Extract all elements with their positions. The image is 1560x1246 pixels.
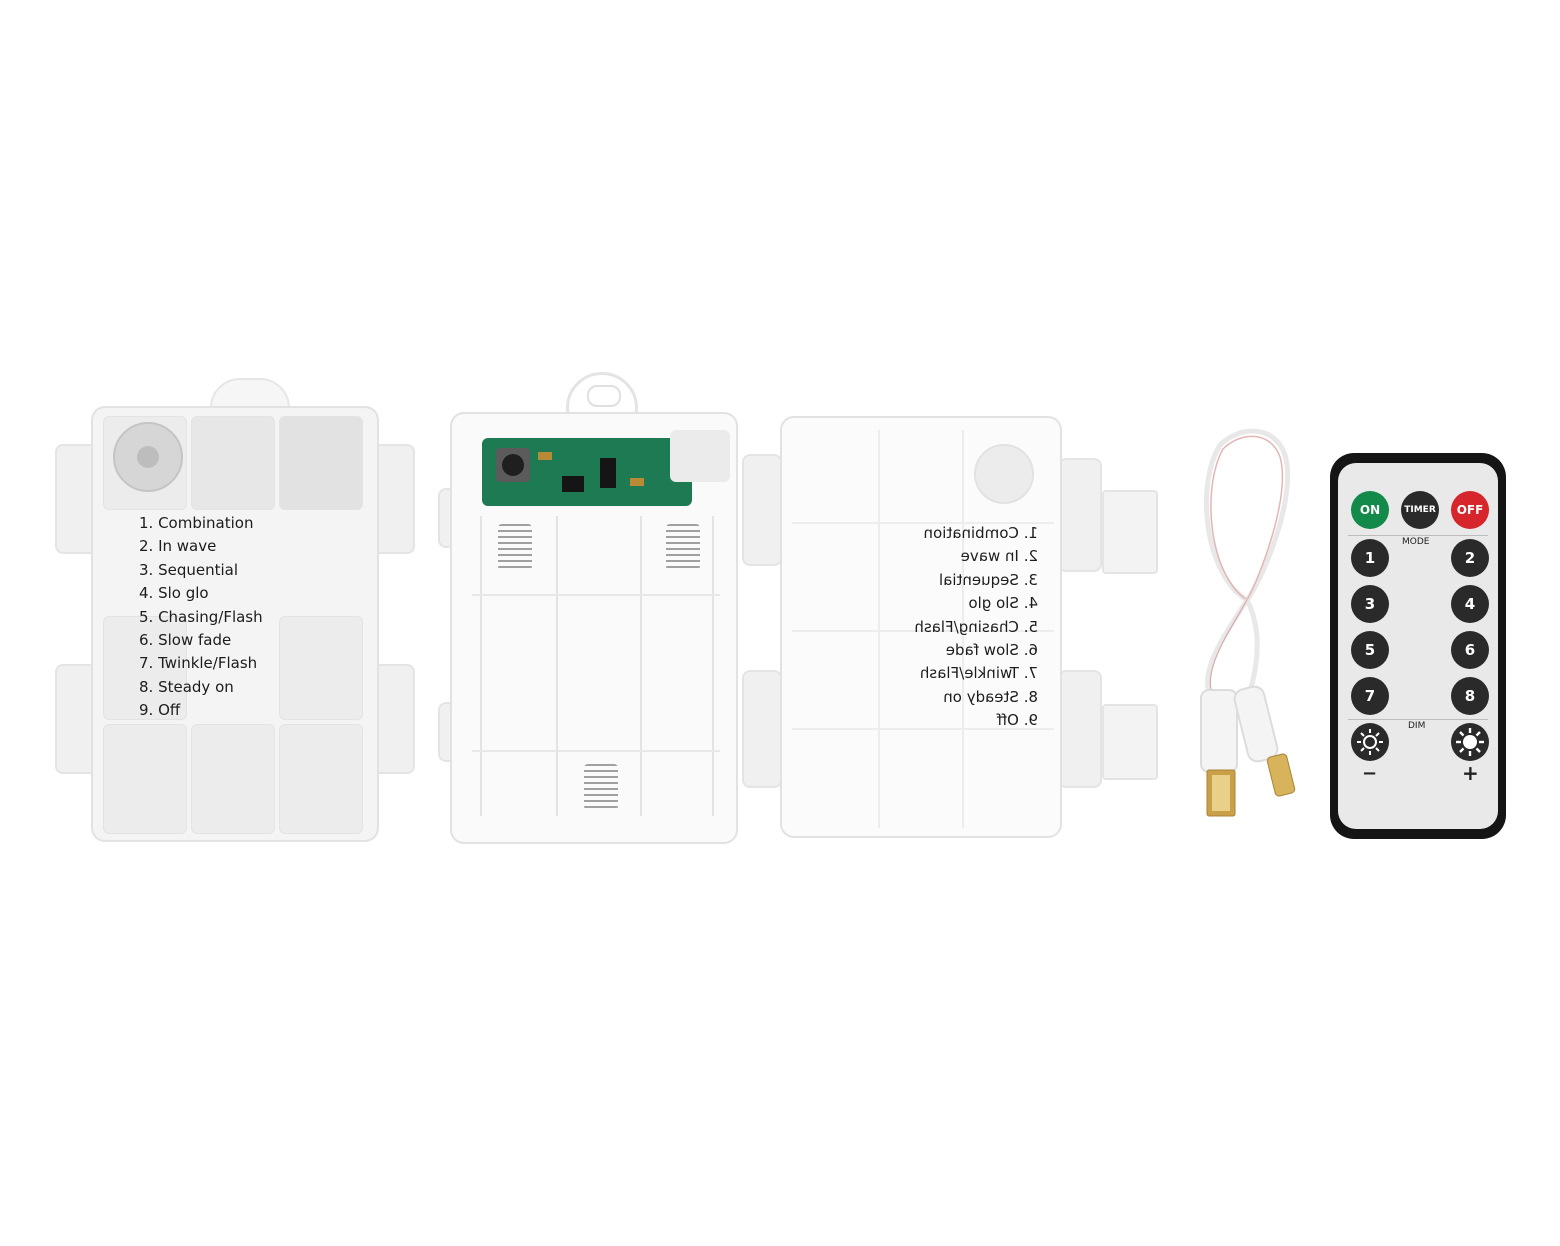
usb-a-plug bbox=[1200, 689, 1238, 817]
mode-4-button[interactable]: 4 bbox=[1451, 585, 1489, 623]
hang-loop bbox=[566, 372, 638, 416]
dim-label: DIM bbox=[1408, 721, 1426, 731]
battery-spring bbox=[666, 524, 700, 570]
mode-7-button[interactable]: 7 bbox=[1351, 677, 1389, 715]
mode-item: 9. Off bbox=[996, 711, 1038, 730]
mode-item: 2. In wave bbox=[960, 547, 1038, 566]
battery-box-lid: 1. Combination 2. In wave 3. Sequential … bbox=[742, 416, 1162, 844]
sun-outline-icon bbox=[1357, 729, 1383, 755]
mode-item: 7. Twinkle/Flash bbox=[139, 654, 258, 673]
mode-item: 1. Combination bbox=[139, 514, 254, 532]
mode-item: 5. Chasing/Flash bbox=[139, 607, 263, 626]
mode-item: 1. Combination bbox=[923, 524, 1038, 542]
sun-filled-icon bbox=[1456, 728, 1484, 756]
mode-item: 3. Sequential bbox=[938, 570, 1038, 589]
plus-label: + bbox=[1462, 761, 1479, 785]
circuit-board bbox=[482, 438, 692, 506]
mode-8-button[interactable]: 8 bbox=[1451, 677, 1489, 715]
battery-spring bbox=[584, 764, 618, 810]
mode-item: 2. In wave bbox=[139, 537, 217, 556]
lid-body bbox=[780, 416, 1062, 838]
mode-list: 1. Combination 2. In wave 3. Sequential … bbox=[139, 512, 263, 723]
battery-box-open bbox=[438, 372, 778, 844]
dim-up-button[interactable] bbox=[1451, 723, 1489, 761]
mode-item: 6. Slow fade bbox=[945, 640, 1038, 659]
remote-control: ON TIMER OFF MODE 1 2 3 4 5 6 7 8 DIM bbox=[1330, 453, 1506, 839]
dim-down-button[interactable] bbox=[1351, 723, 1389, 761]
mode-6-button[interactable]: 6 bbox=[1451, 631, 1489, 669]
minus-label: − bbox=[1362, 763, 1378, 784]
usb-cable bbox=[1200, 428, 1296, 817]
mode-item: 5. Chasing/Flash bbox=[914, 617, 1038, 636]
remote-face: ON TIMER OFF MODE 1 2 3 4 5 6 7 8 DIM bbox=[1338, 463, 1498, 829]
on-button[interactable]: ON bbox=[1351, 491, 1389, 529]
off-button[interactable]: OFF bbox=[1451, 491, 1489, 529]
box-body bbox=[91, 406, 379, 842]
mode-item: 8. Steady on bbox=[139, 677, 234, 696]
battery-box-front: 1. Combination 2. In wave 3. Sequential … bbox=[55, 378, 415, 844]
timer-button[interactable]: TIMER bbox=[1401, 491, 1439, 529]
mode-label: MODE bbox=[1402, 537, 1430, 547]
mode-5-button[interactable]: 5 bbox=[1351, 631, 1389, 669]
mode-item: 9. Off bbox=[139, 701, 181, 720]
mode-3-button[interactable]: 3 bbox=[1351, 585, 1389, 623]
mode-item: 6. Slow fade bbox=[139, 630, 232, 649]
mode-item: 8. Steady on bbox=[943, 687, 1038, 706]
mode-2-button[interactable]: 2 bbox=[1451, 539, 1489, 577]
mode-item: 4. Slo glo bbox=[139, 584, 209, 603]
mode-1-button[interactable]: 1 bbox=[1351, 539, 1389, 577]
box-interior bbox=[450, 412, 738, 844]
battery-spring bbox=[498, 524, 532, 570]
mode-item: 3. Sequential bbox=[139, 560, 239, 579]
mode-item: 4. Slo glo bbox=[968, 594, 1038, 613]
dc-plug bbox=[1233, 685, 1296, 797]
power-switch[interactable] bbox=[113, 422, 183, 492]
mode-list-mirrored: 1. Combination 2. In wave 3. Sequential … bbox=[898, 522, 1038, 733]
mode-item: 7. Twinkle/Flash bbox=[919, 664, 1038, 683]
